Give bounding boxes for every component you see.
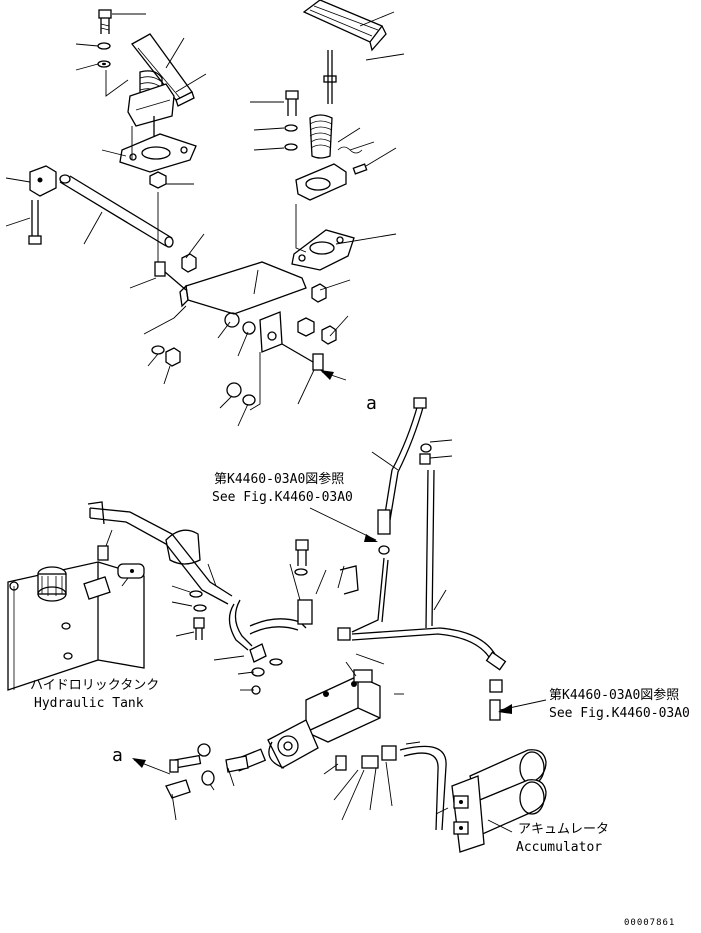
pedal-shaft-assembly (28, 165, 337, 406)
drawing-number: 00007861 (624, 918, 676, 928)
right-brake-pedal (284, 0, 387, 271)
reference-letter-a-lower: a (112, 745, 123, 766)
accumulator-label-en: Accumulator (516, 840, 603, 855)
hydraulic-tank-label-en: Hydraulic Tank (34, 696, 144, 711)
see-fig-label-jp-upper: 第K4460-03A0図参照 (214, 472, 345, 487)
hydraulic-tank (7, 501, 233, 691)
leader-lines (5, 11, 547, 833)
brake-valve (165, 643, 397, 799)
accumulator (451, 749, 547, 853)
see-fig-label-jp-lower: 第K4460-03A0図参照 (549, 688, 680, 703)
accumulator-label-jp: アキュムレータ (518, 822, 610, 837)
see-fig-label-en-upper: See Fig.K4460-03A0 (212, 490, 353, 505)
reference-letter-a-upper: a (366, 393, 377, 414)
hydraulic-tank-label-jp: ハイドロリックタンク (30, 678, 160, 693)
hoses (228, 397, 507, 831)
see-fig-label-en-lower: See Fig.K4460-03A0 (549, 706, 690, 721)
left-brake-pedal (97, 9, 197, 173)
bolt-left-top (98, 9, 112, 34)
misc-hardware (189, 539, 309, 640)
washer-left-1 (97, 42, 111, 50)
